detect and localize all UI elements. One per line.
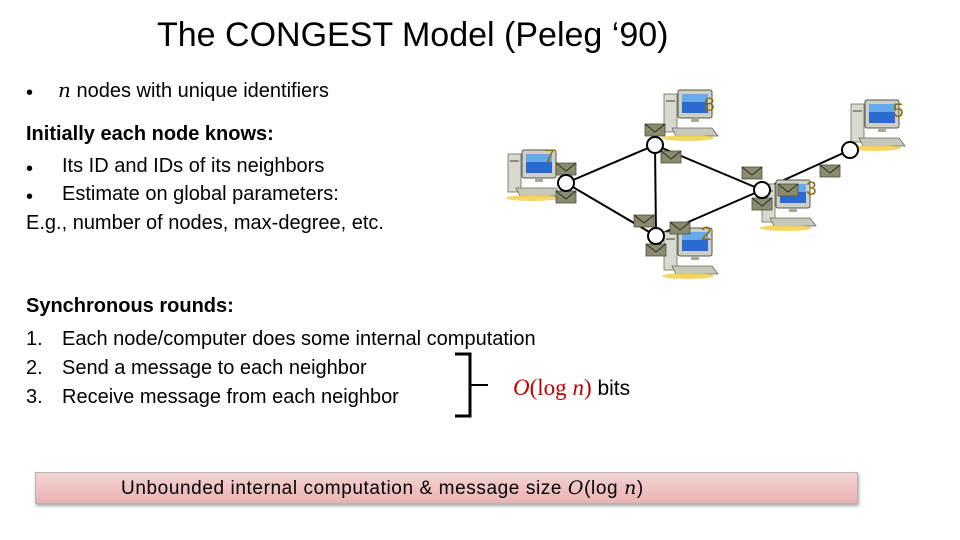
node-label-3: 3 <box>806 179 817 200</box>
envelope-icon <box>751 197 773 211</box>
round-item-3: Receive message from each neighbor <box>62 386 399 408</box>
node-8 <box>646 136 664 154</box>
round-item-1: Each node/computer does some internal co… <box>62 328 536 350</box>
node-label-7: 7 <box>544 147 555 168</box>
node-7 <box>557 174 575 192</box>
edge-8-7 <box>565 144 656 184</box>
intro-text: nodes with unique identifiers <box>70 80 329 102</box>
bits-formula: O(log n) <box>513 375 592 400</box>
envelope-icon <box>644 123 666 137</box>
bullet-dot: • <box>26 186 34 208</box>
node-3 <box>753 181 771 199</box>
bullet-dot: • <box>26 158 34 180</box>
bullet-dot: • <box>26 82 34 104</box>
bits-note: O(log n) bits <box>513 374 630 403</box>
node-label-8: 8 <box>704 95 715 116</box>
envelope-icon <box>741 166 763 180</box>
example-line: E.g., number of nodes, max-degree, etc. <box>26 212 384 234</box>
n-variable: n <box>58 78 71 102</box>
envelope-icon <box>819 164 841 178</box>
envelope-icon <box>660 150 682 164</box>
summary-banner: Unbounded internal computation & message… <box>35 472 858 504</box>
node-5 <box>841 141 859 159</box>
node-label-5: 5 <box>893 101 904 122</box>
bits-suffix: bits <box>591 377 631 400</box>
initial-item-2: Estimate on global parameters: <box>62 183 339 205</box>
envelope-icon <box>555 190 577 204</box>
slide-title: The CONGEST Model (Peleg ‘90) <box>157 16 669 54</box>
rounds-heading: Synchronous rounds: <box>26 295 234 317</box>
edge-7-2 <box>565 182 657 237</box>
round-item-2: Send a message to each neighbor <box>62 357 367 379</box>
node-label-2: 2 <box>701 224 712 245</box>
envelope-icon <box>777 183 799 197</box>
envelope-icon <box>645 243 667 257</box>
envelope-icon <box>555 162 577 176</box>
initial-heading: Initially each node knows: <box>26 123 274 145</box>
envelope-icon <box>669 221 691 235</box>
banner-text: Unbounded internal computation & message… <box>121 477 644 499</box>
round-num-1: 1. <box>26 328 43 350</box>
node-2 <box>647 227 665 245</box>
edge-8-2 <box>654 144 657 237</box>
round-num-3: 3. <box>26 386 43 408</box>
initial-item-1: Its ID and IDs of its neighbors <box>62 155 325 177</box>
envelope-icon <box>633 214 655 228</box>
intro-line: n nodes with unique identifiers <box>58 76 329 105</box>
brace-bracket <box>455 352 472 418</box>
round-num-2: 2. <box>26 357 43 379</box>
